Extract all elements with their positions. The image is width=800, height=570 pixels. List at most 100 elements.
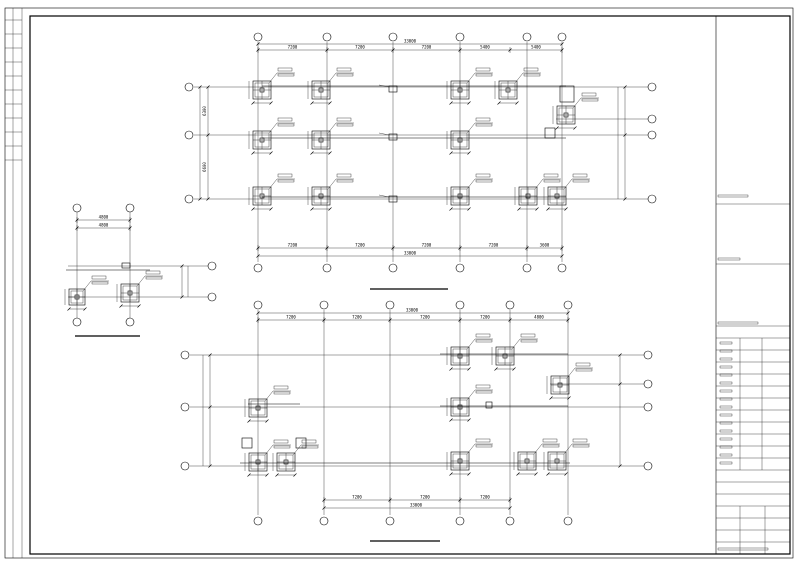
callout-leader	[378, 132, 390, 136]
title-block-entry	[719, 437, 733, 441]
callout-leader	[264, 444, 274, 456]
dim-tick	[310, 207, 314, 211]
callout-leader	[563, 443, 573, 455]
callout-text-mark	[145, 276, 163, 280]
axis-bubble	[207, 292, 217, 302]
callout-text-mark	[581, 98, 599, 102]
callout-text-mark	[336, 67, 352, 72]
dim-tick	[328, 101, 332, 105]
dim-tick	[560, 254, 564, 258]
dim-tick	[275, 473, 279, 477]
pile-cap-outline	[241, 437, 253, 449]
pile-cap	[307, 173, 354, 211]
axis-bubble	[557, 263, 567, 273]
callout-text-mark	[91, 281, 109, 285]
axis-bubble	[557, 32, 567, 42]
dim-text: 5400	[531, 45, 541, 50]
dim-text: 6600	[202, 162, 207, 172]
axis-bubble	[388, 263, 398, 273]
dim-text: 4800	[534, 315, 544, 320]
dim-tick	[256, 311, 260, 315]
column-stub	[505, 87, 511, 93]
axis-bubble	[385, 300, 395, 310]
axis-bubble	[455, 300, 465, 310]
pile-cap	[272, 439, 319, 477]
column-stub	[563, 112, 569, 118]
dim-total-text: 33000	[406, 308, 419, 313]
dim-tick	[198, 85, 202, 89]
callout-text-mark	[273, 445, 291, 449]
callout-text-mark	[520, 339, 538, 343]
axis-bubble	[253, 263, 263, 273]
axis-bubble	[180, 350, 190, 360]
title-block-entry	[719, 373, 733, 377]
callout-text-mark	[273, 385, 289, 390]
callout-text-mark	[336, 73, 354, 77]
axis-bubble	[385, 516, 395, 526]
column-stub	[127, 290, 133, 296]
dim-text: 7200	[355, 45, 365, 50]
axis-bubble	[180, 461, 190, 471]
axis-bubble	[455, 516, 465, 526]
dim-tick	[251, 207, 255, 211]
callout-text-mark	[277, 73, 295, 77]
callout-text-mark	[572, 173, 588, 178]
callout-leader	[378, 194, 390, 198]
dim-tick	[256, 42, 260, 46]
axis-bubble	[184, 82, 194, 92]
dim-total-text: 33000	[404, 251, 417, 256]
callout-text-mark	[581, 92, 597, 97]
callout-leader	[466, 389, 476, 401]
callout-text-mark	[475, 339, 493, 343]
axis-bubble	[647, 114, 657, 124]
dim-text: 6300	[202, 106, 207, 116]
dim-tick	[449, 101, 453, 105]
callout-text-mark	[475, 173, 491, 178]
callout-text-mark	[277, 67, 293, 72]
callout-text-mark	[301, 439, 317, 444]
column-pad	[121, 262, 131, 269]
callout-text-mark	[273, 391, 291, 395]
dim-text: 7200	[352, 495, 362, 500]
dim-tick	[549, 396, 553, 400]
dim-tick	[535, 207, 539, 211]
column-stub	[283, 459, 289, 465]
axis-bubble	[207, 261, 217, 271]
callout-leader	[264, 390, 274, 402]
pile-cap-outline	[544, 127, 556, 139]
title-block-entry	[717, 321, 759, 325]
dim-text: 7200	[288, 45, 298, 50]
dim-tick	[566, 311, 570, 315]
axis-bubble	[72, 203, 82, 213]
column-stub	[318, 87, 324, 93]
dim-text: 7200	[286, 315, 296, 320]
column-stub	[74, 294, 80, 300]
callout-text-mark	[336, 117, 352, 122]
callout-leader	[327, 122, 337, 134]
callout-text-mark	[523, 73, 541, 77]
column-stub	[457, 87, 463, 93]
dim-tick	[517, 207, 521, 211]
dim-tick	[247, 419, 251, 423]
binding-strip-cells	[5, 19, 22, 161]
callout-leader	[268, 178, 278, 190]
callout-leader	[511, 338, 521, 350]
axis-bubble	[322, 32, 332, 42]
dim-text: 7200	[480, 315, 490, 320]
pile-cap	[543, 173, 590, 211]
pile-cap	[543, 438, 590, 476]
axis-bubble	[253, 516, 263, 526]
dim-tick	[67, 307, 71, 311]
title-block-entry	[719, 357, 733, 361]
dim-text: 4800	[99, 223, 109, 228]
dim-tick	[119, 304, 123, 308]
pile-cap	[64, 275, 109, 311]
dim-tick	[206, 133, 210, 137]
callout-text-mark	[543, 173, 559, 178]
dim-tick	[508, 506, 512, 510]
title-block-entry	[719, 341, 733, 345]
title-block-entry	[719, 429, 733, 433]
